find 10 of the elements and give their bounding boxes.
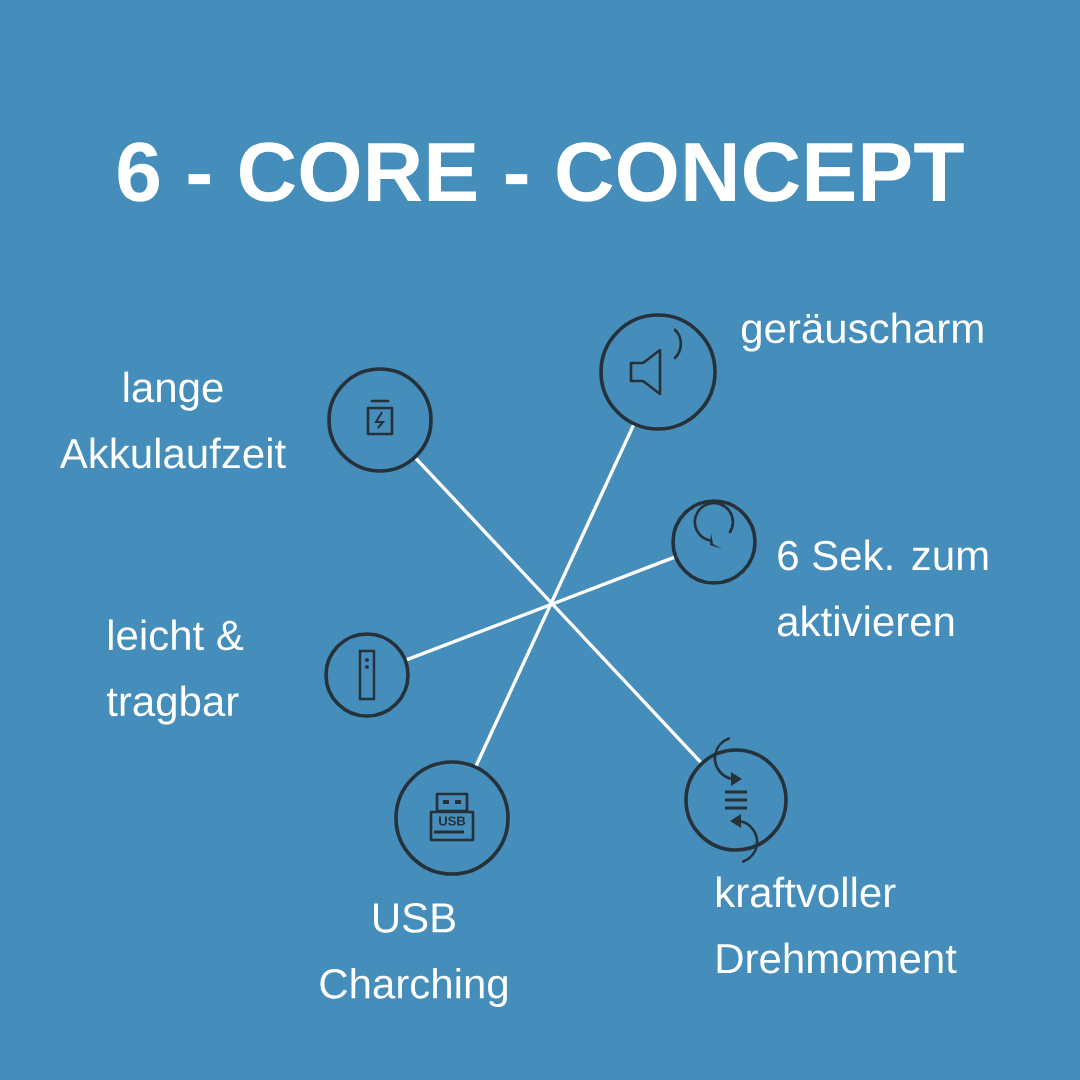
connector-line [406, 555, 675, 662]
feature-label: leicht & tragbar [106, 619, 244, 725]
connector-line [414, 457, 702, 764]
feature-label: kraftvoller Drehmoment [717, 876, 957, 974]
title: 6 - CORE - CONCEPT [118, 142, 964, 202]
feature-label: USB Charching [320, 903, 507, 1008]
feature-label: geräuscharm [741, 312, 983, 352]
feature-label: lange Akkulaufzeit [59, 371, 286, 469]
connector-line [474, 424, 635, 767]
feature-label: 6 Sek. zum aktivieren [778, 539, 988, 637]
